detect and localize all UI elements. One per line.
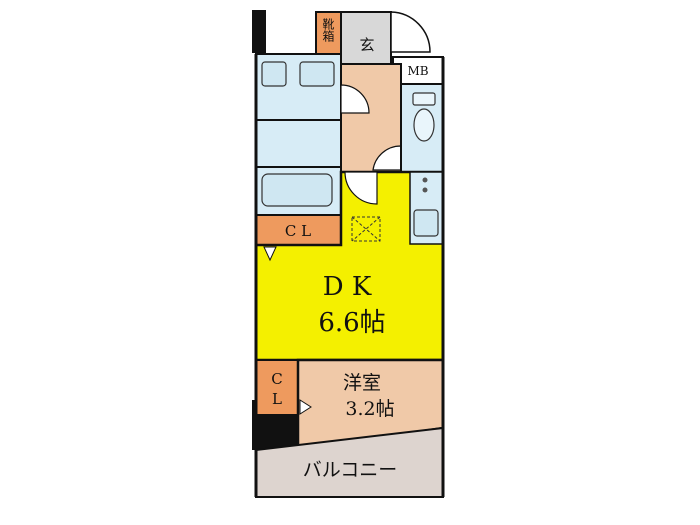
closet-lower — [255, 359, 299, 416]
dk-size-label: 6.6帖 — [318, 308, 385, 338]
dk-name-label: D K — [323, 272, 372, 302]
washbasin — [261, 61, 287, 87]
vent-diag-1 — [351, 216, 381, 242]
dk-door-swing — [344, 171, 378, 205]
stove-burner-2 — [422, 187, 428, 193]
shoe-box-label: 靴箱 — [321, 18, 335, 42]
washing-machine — [299, 61, 335, 87]
left-wall-block — [252, 10, 266, 53]
toilet-door-swing — [372, 145, 402, 171]
entrance-label: 玄 — [359, 36, 374, 54]
corridor-room — [255, 119, 342, 168]
stove-burner-1 — [422, 177, 428, 183]
mb-label: MB — [407, 64, 428, 78]
vent-diag-2 — [351, 216, 381, 242]
closet-lower-label-l: L — [272, 390, 282, 408]
entrance-door-swing — [390, 11, 431, 53]
closet-upper-label: C L — [285, 222, 311, 240]
western-name-label: 洋室 — [343, 372, 381, 394]
kitchen-sink — [413, 209, 439, 237]
closet-lower-label-c: C — [271, 370, 282, 388]
toilet-bowl — [413, 108, 435, 142]
hall-door-swing — [340, 84, 370, 114]
toilet-tank — [412, 92, 436, 106]
closet-door-marker — [263, 246, 277, 262]
bathtub — [261, 173, 333, 207]
ceiling-vent — [351, 216, 381, 242]
western-door-marker — [299, 399, 312, 415]
balcony-label: バルコニー — [303, 459, 398, 481]
shoe-box — [315, 11, 342, 55]
entrance — [340, 11, 392, 65]
western-size-label: 3.2帖 — [345, 398, 394, 420]
